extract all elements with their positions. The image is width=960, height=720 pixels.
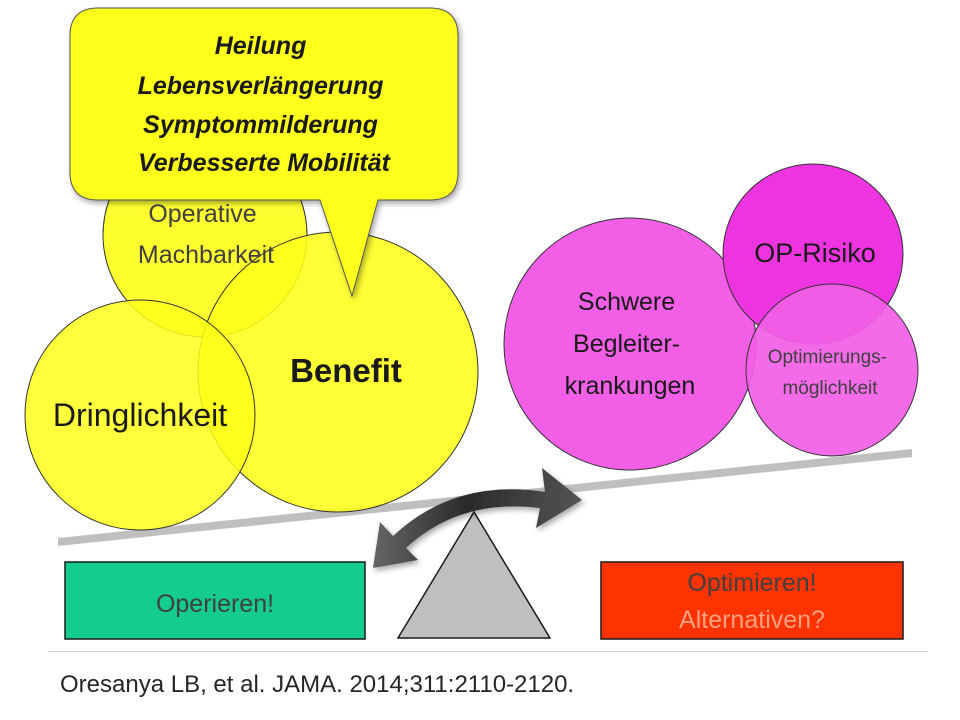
callout-line-3: Symptommilderung [143,111,378,139]
urgency-label: Dringlichkeit [53,397,227,433]
callout-line-4: Verbesserte Mobilität [138,149,392,177]
comorbidity-line-1: Schwere [578,288,675,316]
urgency-circle [24,299,256,531]
footer-divider [48,651,928,652]
comorbidity-label: Schwere Begleiter- krankungen [565,288,696,400]
optimization-line-2: möglichkeit [782,378,878,399]
op-risk-label: OP-Risiko [754,238,876,268]
operate-label: Operieren! [156,590,274,618]
callout-line-1: Heilung [215,32,307,60]
operative-feasibility-label: Operative Machbarkeit [138,200,274,269]
comorbidity-line-3: krankungen [565,372,696,400]
fulcrum-triangle [396,510,552,639]
operate-box [64,561,366,640]
operative-label-line-1: Operative [148,200,256,228]
optimize-box [600,561,904,640]
optimization-circle [745,283,919,457]
callout-text: Heilung Lebensverlängerung Symptommilder… [138,32,392,177]
citation: Oresanya LB, et al. JAMA. 2014;311:2110-… [60,671,575,698]
optimization-line-1: Optimierungs- [768,347,887,368]
optimization-label: Optimierungs- möglichkeit [768,347,893,399]
double-arrow [373,468,582,568]
operative-label-line-2: Machbarkeit [138,241,274,269]
optimize-label: Optimieren! [687,569,816,597]
benefit-callout [69,7,459,298]
benefit-label: Benefit [290,352,402,389]
callout-line-2: Lebensverlängerung [138,72,384,100]
comorbidity-line-2: Begleiter- [573,330,680,358]
alternatives-label: Alternativen? [679,606,825,634]
